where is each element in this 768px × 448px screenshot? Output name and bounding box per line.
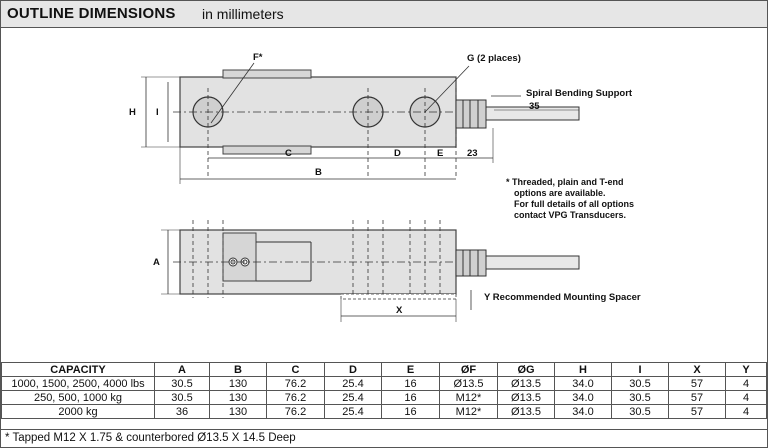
header-i: I <box>611 362 669 377</box>
cell: Ø13.5 <box>497 390 555 405</box>
header-c: C <box>266 362 325 377</box>
header-x: X <box>668 362 726 377</box>
label-a: A <box>153 257 160 268</box>
options-note: * Threaded, plain and T-end options are … <box>506 177 634 220</box>
cell: 25.4 <box>324 390 382 405</box>
table-row: 1000, 1500, 2500, 4000 lbs 30.5 130 76.2… <box>1 376 767 391</box>
cell: 16 <box>381 390 440 405</box>
cell: 130 <box>209 404 267 419</box>
table-header-row: CAPACITY A B C D E ØF ØG H I X Y <box>1 362 767 377</box>
label-spacer: Y Recommended Mounting Spacer <box>484 292 641 303</box>
note-line-4: contact VPG Transducers. <box>514 210 626 220</box>
panel-title: OUTLINE DIMENSIONS <box>7 5 176 22</box>
label-f: F* <box>253 52 263 63</box>
side-view-cable <box>485 255 580 270</box>
panel-header: OUTLINE DIMENSIONS in millimeters <box>1 1 767 28</box>
cell: Ø13.5 <box>497 404 555 419</box>
cell: 30.5 <box>611 376 669 391</box>
side-view-clamp <box>222 232 257 282</box>
top-view-connector <box>455 99 487 129</box>
leader-g <box>424 65 470 113</box>
cell: 30.5 <box>154 390 210 405</box>
label-h: H <box>129 107 136 118</box>
label-b: B <box>315 167 322 178</box>
header-y: Y <box>725 362 767 377</box>
cell: 57 <box>668 390 726 405</box>
label-e: E <box>437 148 443 159</box>
cell: 16 <box>381 376 440 391</box>
dimensions-table: CAPACITY A B C D E ØF ØG H I X Y 1000, 1… <box>1 362 767 419</box>
mounting-spacer <box>340 293 457 300</box>
cell: 4 <box>725 390 767 405</box>
header-e: E <box>381 362 440 377</box>
top-view <box>141 62 580 184</box>
table-row: 250, 500, 1000 kg 30.5 130 76.2 25.4 16 … <box>1 390 767 405</box>
header-b: B <box>209 362 267 377</box>
cell: 34.0 <box>554 376 612 391</box>
label-35: 35 <box>529 101 540 112</box>
label-i: I <box>156 107 159 118</box>
header-f: ØF <box>439 362 498 377</box>
cell: 1000, 1500, 2500, 4000 lbs <box>1 376 155 391</box>
header-d: D <box>324 362 382 377</box>
cell: 16 <box>381 404 440 419</box>
cell: Ø13.5 <box>497 376 555 391</box>
note-line-3: For full details of all options <box>514 199 634 209</box>
note-line-1: * Threaded, plain and T-end <box>506 177 624 187</box>
side-view-connector <box>455 249 487 277</box>
cell: 4 <box>725 404 767 419</box>
label-23: 23 <box>467 148 478 159</box>
header-a: A <box>154 362 210 377</box>
leader-f <box>210 62 255 124</box>
cell: 25.4 <box>324 404 382 419</box>
cell: 57 <box>668 404 726 419</box>
label-d: D <box>394 148 401 159</box>
cell: 30.5 <box>611 404 669 419</box>
table-footnote: * Tapped M12 X 1.75 & counterbored Ø13.5… <box>1 429 767 447</box>
load-cell-drawing: H I F* G (2 places) Spiral Bending Suppo… <box>129 52 641 322</box>
cell: 30.5 <box>154 376 210 391</box>
top-view-clamp-top <box>222 69 312 79</box>
screw-1-inner <box>230 259 236 265</box>
label-support: Spiral Bending Support <box>526 88 633 99</box>
cell: 2000 kg <box>1 404 155 419</box>
cell: 250, 500, 1000 kg <box>1 390 155 405</box>
cell: 4 <box>725 376 767 391</box>
label-g: G (2 places) <box>467 53 521 64</box>
cell: 76.2 <box>266 390 325 405</box>
cell: 130 <box>209 390 267 405</box>
cell: M12* <box>439 390 498 405</box>
cell: 30.5 <box>611 390 669 405</box>
cell: 34.0 <box>554 404 612 419</box>
note-line-2: options are available. <box>514 188 606 198</box>
cell: M12* <box>439 404 498 419</box>
header-capacity: CAPACITY <box>1 362 155 377</box>
top-view-clamp-bottom <box>222 145 312 155</box>
cell: 57 <box>668 376 726 391</box>
cell: Ø13.5 <box>439 376 498 391</box>
cell: 76.2 <box>266 376 325 391</box>
side-view <box>161 220 580 322</box>
header-g: ØG <box>497 362 555 377</box>
cell: 130 <box>209 376 267 391</box>
cell: 34.0 <box>554 390 612 405</box>
label-c: C <box>285 148 292 159</box>
table-row: 2000 kg 36 130 76.2 25.4 16 M12* Ø13.5 3… <box>1 404 767 419</box>
header-h: H <box>554 362 612 377</box>
panel-subtitle: in millimeters <box>202 6 284 22</box>
label-x: X <box>396 305 403 316</box>
cell: 36 <box>154 404 210 419</box>
cell: 76.2 <box>266 404 325 419</box>
cell: 25.4 <box>324 376 382 391</box>
